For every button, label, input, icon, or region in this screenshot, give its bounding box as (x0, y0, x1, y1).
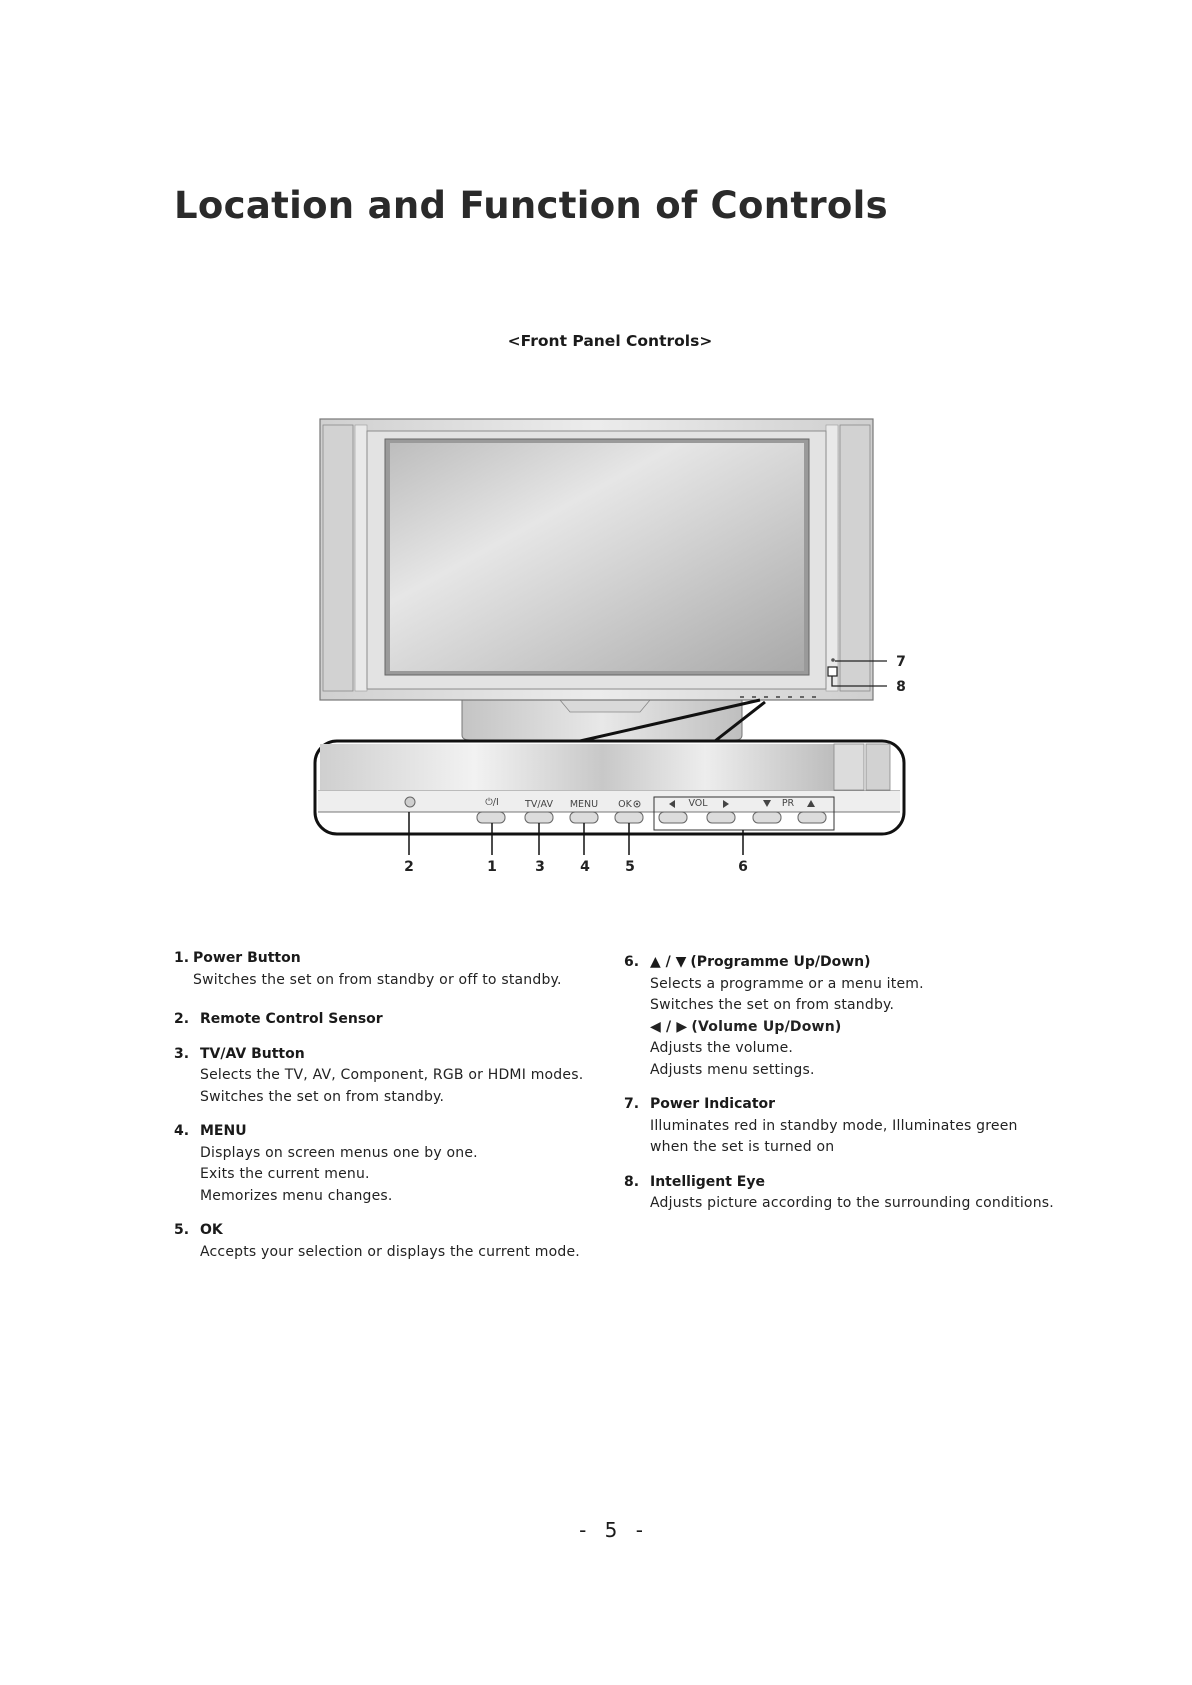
power-button[interactable] (476, 811, 506, 824)
item-title: Power Indicator (650, 1096, 776, 1112)
item-desc-line: Accepts your selection or displays the c… (200, 1243, 580, 1260)
list-item: 3. TV/AV Button Selects the TV, AV, Compo… (174, 1044, 614, 1109)
pr-down-button[interactable] (752, 811, 782, 824)
tv-av-button[interactable] (524, 811, 554, 824)
controls-list-right: 6. ▲ / ▼ (Programme Up/Down) Selects a p… (624, 952, 1064, 1228)
item-desc-line: Memorizes menu changes. (200, 1187, 393, 1204)
list-item: 8. Intelligent Eye Adjusts picture accord… (624, 1172, 1064, 1215)
power-indicator (831, 658, 835, 662)
control-strip-zoom (313, 739, 906, 836)
page-title: Location and Function of Controls (174, 184, 888, 227)
item-title: Intelligent Eye (650, 1173, 765, 1190)
item-desc-line: Adjusts menu settings. (650, 1061, 815, 1078)
list-item: 1.Power Button Switches the set on from … (174, 948, 614, 991)
item-title: TV/AV Button (200, 1045, 305, 1062)
controls-list-left: 1.Power Button Switches the set on from … (174, 948, 614, 1276)
menu-button[interactable] (569, 811, 599, 824)
ok-label: OK (618, 799, 632, 810)
vol-up-button[interactable] (706, 811, 736, 824)
item-desc-line: Displays on screen menus one by one. (200, 1144, 478, 1161)
item-desc-line: Switches the set on from standby. (200, 1088, 445, 1105)
item-number: 8. (624, 1173, 640, 1190)
ok-button[interactable] (614, 811, 644, 824)
item-number: 1. (174, 950, 190, 966)
item-desc-line: Switches the set on from standby. (650, 997, 895, 1013)
item-desc-line: Selects a programme or a menu item. (650, 975, 924, 992)
tv-front-panel-diagram: ⏻/I TV/AV MENU OK VOL PR (313, 418, 906, 875)
ok-circle-icon (633, 800, 641, 808)
left-right-triangle-icon: ◀ / ▶ (650, 1018, 688, 1035)
tv-body (319, 418, 887, 701)
tv-stand (461, 699, 743, 741)
list-item: 2. Remote Control Sensor (174, 1009, 614, 1031)
menu-label: MENU (570, 799, 598, 810)
pr-up-button[interactable] (797, 811, 827, 824)
vol-label: VOL (688, 798, 708, 809)
item-title: (Programme Up/Down) (690, 954, 871, 970)
item-title: Remote Control Sensor (200, 1011, 383, 1027)
remote-control-sensor (404, 796, 416, 808)
item-title: MENU (200, 1123, 247, 1139)
item-desc-line: Adjusts the volume. (650, 1040, 794, 1056)
vol-down-button[interactable] (658, 811, 688, 824)
item-title: OK (200, 1222, 223, 1238)
vol-left-icon (669, 800, 675, 808)
list-item: 5. OK Accepts your selection or displays … (174, 1220, 614, 1263)
item-desc-line: Adjusts picture according to the surroun… (650, 1195, 1054, 1211)
pr-up-icon (807, 800, 815, 807)
list-item: 6. ▲ / ▼ (Programme Up/Down) Selects a p… (624, 952, 1064, 1081)
item-number: 7. (624, 1096, 640, 1112)
vol-right-icon (723, 800, 729, 808)
item-title: Power Button (193, 950, 301, 966)
item-desc-line: Exits the current menu. (200, 1166, 370, 1182)
callout-4: 4 (580, 859, 590, 875)
intelligent-eye-sensor (827, 666, 838, 677)
callout-2: 2 (404, 859, 414, 875)
item-desc-line: Illuminates red in standby mode, Illumin… (650, 1117, 1018, 1156)
up-down-triangle-icon: ▲ / ▼ (650, 954, 687, 970)
item-subtitle: (Volume Up/Down) (691, 1018, 842, 1035)
callout-8: 8 (896, 679, 906, 695)
item-desc-line: Selects the TV, AV, Component, RGB or HD… (200, 1067, 584, 1083)
item-number: 4. (174, 1123, 190, 1139)
callout-6: 6 (738, 859, 748, 875)
figure-caption: <Front Panel Controls> (507, 332, 713, 350)
item-number: 3. (174, 1045, 190, 1062)
callout-1: 1 (487, 859, 497, 875)
list-item: 7. Power Indicator Illuminates red in sta… (624, 1094, 1064, 1159)
callout-3: 3 (535, 859, 545, 875)
callout-7: 7 (896, 654, 906, 670)
item-number: 5. (174, 1222, 190, 1238)
list-item: 4. MENU Displays on screen menus one by o… (174, 1121, 614, 1207)
item-desc-line: Switches the set on from standby or off … (193, 971, 562, 988)
pr-label: PR (782, 798, 795, 809)
tv-av-label: TV/AV (524, 799, 553, 810)
item-number: 2. (174, 1011, 190, 1027)
power-label: ⏻/I (485, 797, 499, 808)
pr-down-icon (763, 800, 771, 807)
item-number: 6. (624, 954, 640, 970)
page-number: - 5 - (579, 1518, 649, 1542)
callout-5: 5 (625, 859, 635, 875)
